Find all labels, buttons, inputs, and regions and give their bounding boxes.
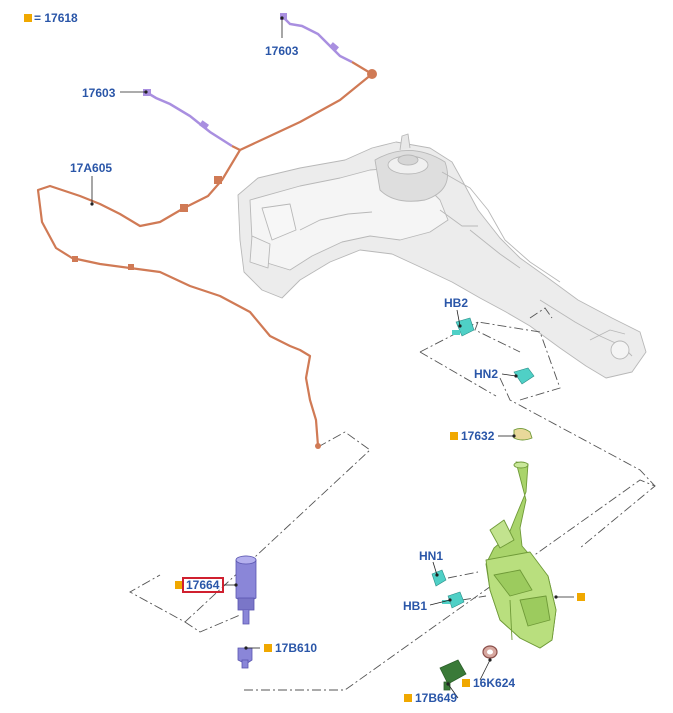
label-hb1[interactable]: HB1	[403, 599, 427, 613]
label-hn2[interactable]: HN2	[474, 367, 498, 381]
label-17603-top[interactable]: 17603	[265, 44, 299, 58]
square-marker-icon-16k624	[462, 679, 470, 687]
square-marker-icon-17664	[175, 581, 183, 589]
sensor-seal	[482, 645, 498, 659]
washer-pump	[235, 555, 257, 625]
hn2-nut	[513, 367, 535, 385]
washer-reservoir	[485, 427, 557, 649]
washer-hose	[36, 61, 374, 447]
label-hb2[interactable]: HB2	[444, 296, 468, 310]
label-17a605[interactable]: 17A605	[70, 161, 112, 175]
label-17603-left[interactable]: 17603	[82, 86, 116, 100]
hb2-bolt	[452, 317, 475, 337]
legend-text: = 17618	[34, 11, 78, 25]
pump-grommet	[237, 647, 253, 669]
square-marker-icon-reservoir	[577, 593, 585, 601]
label-17b610[interactable]: 17B610	[275, 641, 317, 655]
level-sensor-connector	[439, 659, 467, 691]
callout-leaders	[90, 16, 574, 699]
square-marker-icon-17b610	[264, 644, 272, 652]
hose-clips	[72, 69, 377, 449]
label-17664[interactable]: 17664	[186, 578, 220, 592]
label-17632[interactable]: 17632	[461, 429, 495, 443]
square-marker-icon-17632	[450, 432, 458, 440]
hb1-bolt	[442, 591, 465, 609]
dash-dot-connectors	[129, 307, 656, 691]
body-structure-rail	[237, 133, 647, 379]
label-16k624[interactable]: 16K624	[473, 676, 515, 690]
washer-nozzle-left	[143, 89, 233, 148]
square-marker-icon-17b649	[404, 694, 412, 702]
hn1-nut	[431, 569, 447, 587]
label-17b649[interactable]: 17B649	[415, 691, 457, 705]
label-17664-highlight-box	[182, 577, 224, 593]
label-hn1[interactable]: HN1	[419, 549, 443, 563]
legend-square-marker-icon	[24, 14, 32, 22]
washer-nozzle-top	[280, 13, 353, 64]
